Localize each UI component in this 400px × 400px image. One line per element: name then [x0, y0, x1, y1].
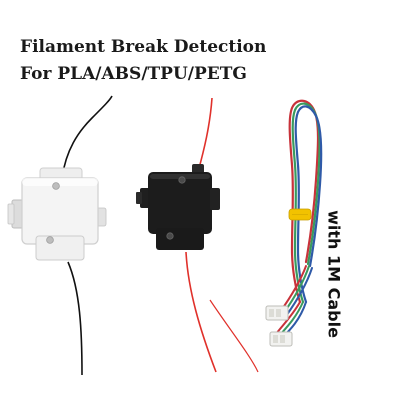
white-sensor-hole-top — [52, 182, 60, 190]
black-wire — [61, 95, 113, 376]
cable-tie — [288, 208, 312, 221]
black-sensor — [136, 164, 220, 250]
red-wire-tail — [209, 299, 259, 373]
white-sensor — [7, 167, 107, 261]
cable-length-caption: with 1M Cable — [324, 210, 344, 338]
black-sensor-hole-bottom — [166, 232, 174, 240]
black-sensor-hole-top — [178, 176, 186, 184]
cable-connector-upper — [265, 305, 289, 321]
product-headline-line2: For PLA/ABS/TPU/PETG — [20, 64, 247, 84]
product-headline-line1: Filament Break Detection — [20, 37, 267, 57]
cable-connector-lower — [269, 331, 293, 347]
white-sensor-hole-bottom — [46, 236, 54, 244]
